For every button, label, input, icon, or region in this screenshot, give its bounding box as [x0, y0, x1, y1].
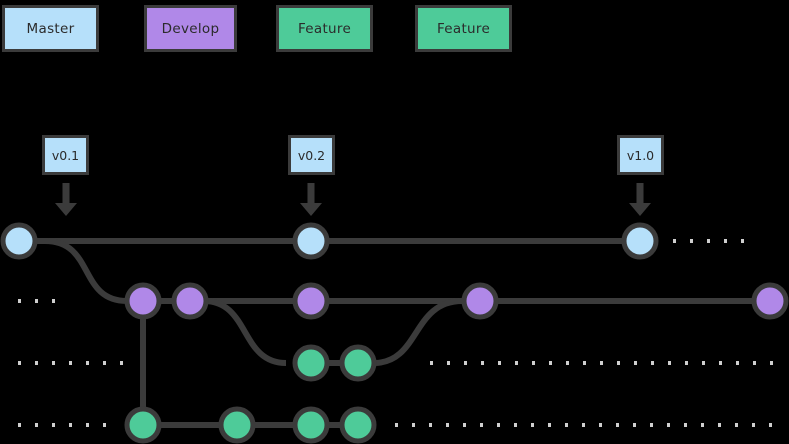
- version-tag-v0-1[interactable]: v0.1: [42, 135, 89, 175]
- commit-node-develop-5[interactable]: [292, 282, 330, 320]
- branch-master-to-develop: [44, 238, 128, 304]
- legend-item-master-0[interactable]: Master: [2, 5, 99, 52]
- branch-develop-to-feature1: [203, 298, 287, 366]
- legend-item-label: Master: [26, 20, 75, 37]
- commit-node-feature-1-9[interactable]: [339, 344, 377, 382]
- version-tag-label: v0.1: [51, 147, 80, 163]
- commit-node-master-1[interactable]: [292, 222, 330, 260]
- commit-node-develop-7[interactable]: [751, 282, 789, 320]
- commit-node-master-2[interactable]: [621, 222, 659, 260]
- version-tag-v0-2[interactable]: v0.2: [288, 135, 335, 175]
- merge-feature1-to-develop: [373, 298, 463, 366]
- commit-node-develop-4[interactable]: [171, 282, 209, 320]
- commit-node-feature-2-12[interactable]: [292, 406, 330, 444]
- legend-item-label: Feature: [436, 20, 491, 37]
- version-tag-v1-0[interactable]: v1.0: [617, 135, 664, 175]
- branch-edges: [35, 238, 754, 428]
- commit-node-feature-2-10[interactable]: [124, 406, 162, 444]
- legend-item-label: Develop: [161, 20, 220, 37]
- version-tag-label: v1.0: [626, 147, 655, 163]
- tag-arrow-down-icon: [629, 183, 651, 216]
- tag-arrow-down-icon: [300, 183, 322, 216]
- commit-node-master-0[interactable]: [0, 222, 38, 260]
- commit-node-feature-2-11[interactable]: [218, 406, 256, 444]
- commit-node-feature-2-13[interactable]: [339, 406, 377, 444]
- commit-node-develop-3[interactable]: [124, 282, 162, 320]
- legend-item-feature-2[interactable]: Feature: [276, 5, 373, 52]
- legend-item-develop-1[interactable]: Develop: [144, 5, 237, 52]
- commit-nodes: [0, 222, 789, 444]
- tag-arrow-down-icon: [55, 183, 77, 216]
- commit-node-feature-1-8[interactable]: [292, 344, 330, 382]
- legend-item-label: Feature: [297, 20, 352, 37]
- version-tag-label: v0.2: [297, 147, 326, 163]
- commit-node-develop-6[interactable]: [461, 282, 499, 320]
- legend-item-feature-3[interactable]: Feature: [415, 5, 512, 52]
- dashed-lane-extensions: [18, 239, 775, 427]
